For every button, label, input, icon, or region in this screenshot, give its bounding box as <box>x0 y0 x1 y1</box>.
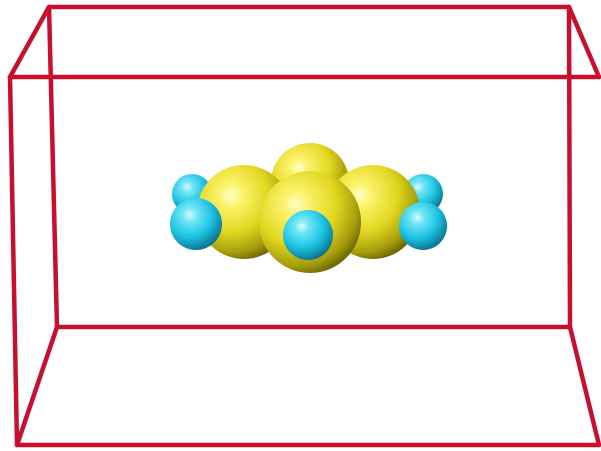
cell-edge-front-left <box>7 74 20 448</box>
cell-edge-depth-bl <box>14 324 60 448</box>
molecule[interactable] <box>170 143 447 273</box>
hydrogen-atom-front-center[interactable] <box>283 210 333 260</box>
hydrogen-atom-front-left[interactable] <box>170 198 222 250</box>
cell-edge-depth-tl <box>7 4 52 80</box>
hydrogen-atom-front-right[interactable] <box>399 202 447 250</box>
cell-edge-back-left <box>46 4 60 330</box>
cell-edge-depth-br <box>567 324 601 448</box>
cell-edge-depth-tr <box>566 4 601 80</box>
unit-cell-box <box>7 4 601 448</box>
cell-edge-back-right <box>566 4 573 330</box>
